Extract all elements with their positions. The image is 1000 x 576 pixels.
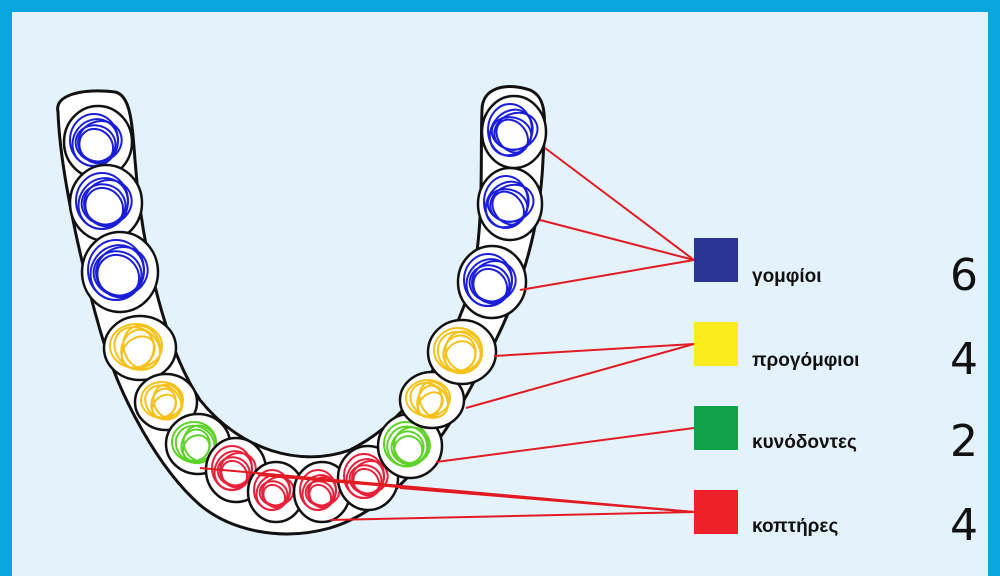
incisor-leader-line <box>330 512 694 520</box>
premolar-label: προγόμφιοι <box>752 350 859 372</box>
molar-leader-line <box>540 220 694 260</box>
incisor-swatch <box>694 490 738 534</box>
molar-leader-line <box>520 260 694 290</box>
molar-label: γομφίοι <box>752 266 822 288</box>
molar-swatch <box>694 238 738 282</box>
canine-swatch <box>694 406 738 450</box>
canine-count: 2 <box>950 420 978 464</box>
canine-label: κυνόδοντες <box>752 432 857 454</box>
incisor-count: 4 <box>950 504 978 548</box>
canine-leader-line <box>436 428 694 462</box>
molar-leader-line <box>545 148 694 260</box>
premolar-swatch <box>694 322 738 366</box>
molar-count: 6 <box>950 254 978 298</box>
premolar-leader-line <box>466 344 694 408</box>
premolar-leader-line <box>494 344 694 356</box>
incisor-label: κοπτήρες <box>752 516 838 538</box>
incisor-leader-line <box>400 488 694 512</box>
premolar-count: 4 <box>950 338 978 382</box>
